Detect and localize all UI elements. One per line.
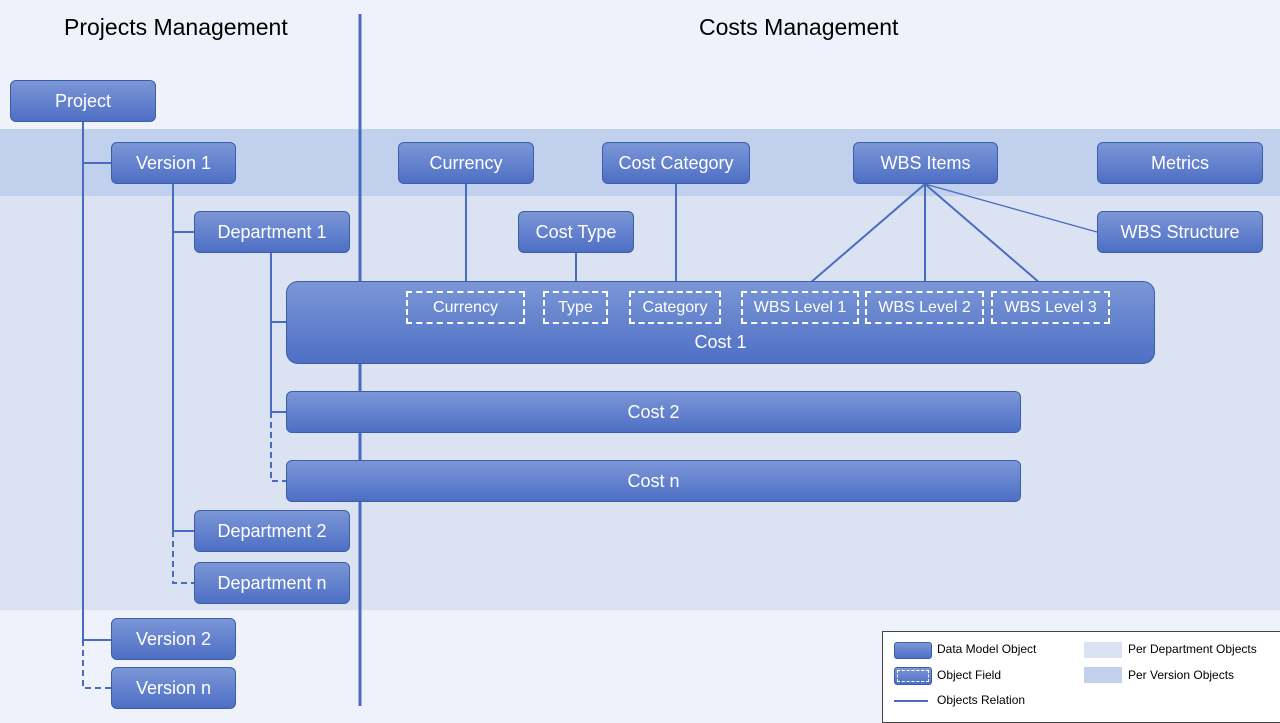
legend-data-model-label: Data Model Object — [937, 642, 1037, 656]
project-versionn-link — [82, 640, 111, 689]
cost-1-box: Currency Type Category WBS Level 1 WBS L… — [286, 281, 1155, 364]
currency-label: Currency — [429, 152, 503, 173]
department-n-label: Department n — [217, 572, 327, 593]
department-n-box: Department n — [194, 562, 350, 604]
cost-n-box: Cost n — [286, 460, 1021, 502]
wbs-structure-label: WBS Structure — [1120, 221, 1240, 242]
department-2-box: Department 2 — [194, 510, 350, 552]
wbs-level3-link — [924, 183, 1049, 291]
version-n-box: Version n — [111, 667, 236, 709]
cost-field-category: Category — [629, 291, 721, 324]
wbs-items-label: WBS Items — [880, 152, 971, 173]
cost-field-wbs-level-2: WBS Level 2 — [865, 291, 984, 324]
project-label: Project — [54, 90, 112, 111]
metrics-box: Metrics — [1097, 142, 1263, 184]
legend-object-field-swatch — [894, 667, 932, 685]
legend: Data Model Object Object Field Objects R… — [882, 631, 1280, 723]
cost-2-label: Cost 2 — [627, 401, 680, 422]
version-1-box: Version 1 — [111, 142, 236, 184]
wbs-structure-link — [924, 183, 1098, 233]
metrics-label: Metrics — [1151, 152, 1209, 173]
legend-relation-swatch — [894, 700, 928, 702]
department-1-label: Department 1 — [217, 221, 327, 242]
legend-per-version-label: Per Version Objects — [1128, 668, 1235, 682]
legend-relation-label: Objects Relation — [937, 693, 1026, 707]
cost-field-wbs-level-1: WBS Level 1 — [741, 291, 859, 324]
dept1-costn-link — [270, 412, 286, 482]
version-2-box: Version 2 — [111, 618, 236, 660]
legend-per-department-swatch — [1084, 642, 1122, 658]
cost-type-box: Cost Type — [518, 211, 634, 253]
cost-n-label: Cost n — [627, 470, 680, 491]
cost-1-label: Cost 1 — [694, 332, 747, 352]
cost-2-box: Cost 2 — [286, 391, 1021, 433]
version-2-label: Version 2 — [135, 628, 212, 649]
cost-field-wbs-level-3: WBS Level 3 — [991, 291, 1110, 324]
legend-per-version-swatch — [1084, 667, 1122, 683]
cost-category-box: Cost Category — [602, 142, 750, 184]
wbs-level1-link — [801, 183, 926, 291]
costs-management-title: Costs Management — [699, 14, 899, 40]
cost-category-label: Cost Category — [618, 152, 734, 173]
wbs-items-box: WBS Items — [853, 142, 998, 184]
department-2-label: Department 2 — [217, 520, 327, 541]
project-box: Project — [10, 80, 156, 122]
cost-type-label: Cost Type — [535, 221, 617, 242]
version-1-label: Version 1 — [135, 152, 212, 173]
department-1-box: Department 1 — [194, 211, 350, 253]
version1-deptn-link — [172, 531, 194, 584]
cost-field-currency: Currency — [406, 291, 525, 324]
version-n-label: Version n — [135, 677, 212, 698]
currency-box: Currency — [398, 142, 534, 184]
wbs-structure-box: WBS Structure — [1097, 211, 1263, 253]
legend-object-field-label: Object Field — [937, 668, 1002, 682]
cost-field-type: Type — [543, 291, 608, 324]
legend-data-model-swatch — [894, 642, 932, 659]
projects-management-title: Projects Management — [64, 14, 288, 40]
legend-per-department-label: Per Department Objects — [1128, 642, 1257, 656]
